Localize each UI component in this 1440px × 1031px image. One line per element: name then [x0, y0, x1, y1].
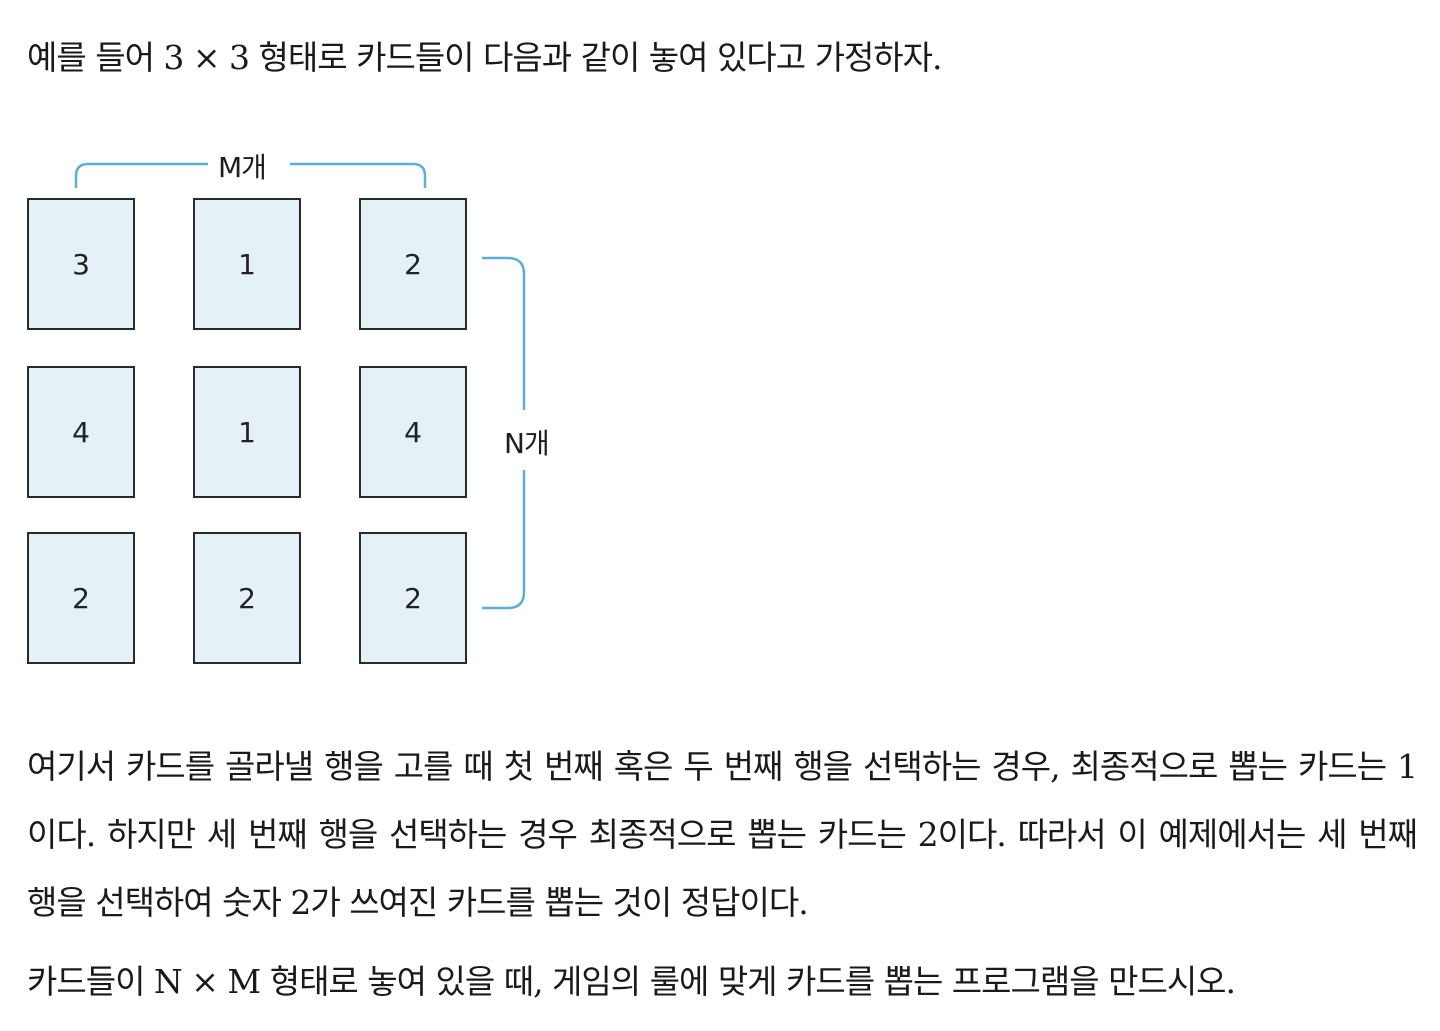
n-label: N개 [504, 422, 550, 462]
card: 2 [359, 532, 467, 664]
card: 2 [193, 532, 301, 664]
card-grid-diagram: M개 N개 3 1 2 4 1 4 2 2 2 [0, 140, 600, 680]
explanation-paragraph: 여기서 카드를 골라낼 행을 고를 때 첫 번째 혹은 두 번째 행을 선택하는… [27, 747, 1418, 922]
intro-paragraph: 예를 들어 3 × 3 형태로 카드들이 다음과 같이 놓여 있다고 가정하자. [27, 38, 943, 77]
card: 1 [193, 366, 301, 498]
n-bracket [482, 256, 526, 610]
task-paragraph: 카드들이 N × M 형태로 놓여 있을 때, 게임의 룰에 맞게 카드를 뽑는… [27, 962, 1236, 1001]
m-bracket [74, 162, 427, 188]
card: 4 [359, 366, 467, 498]
card: 3 [27, 198, 135, 330]
m-label: M개 [218, 146, 267, 186]
card: 1 [193, 198, 301, 330]
card: 2 [359, 198, 467, 330]
brackets [74, 162, 526, 610]
card: 4 [27, 366, 135, 498]
card: 2 [27, 532, 135, 664]
